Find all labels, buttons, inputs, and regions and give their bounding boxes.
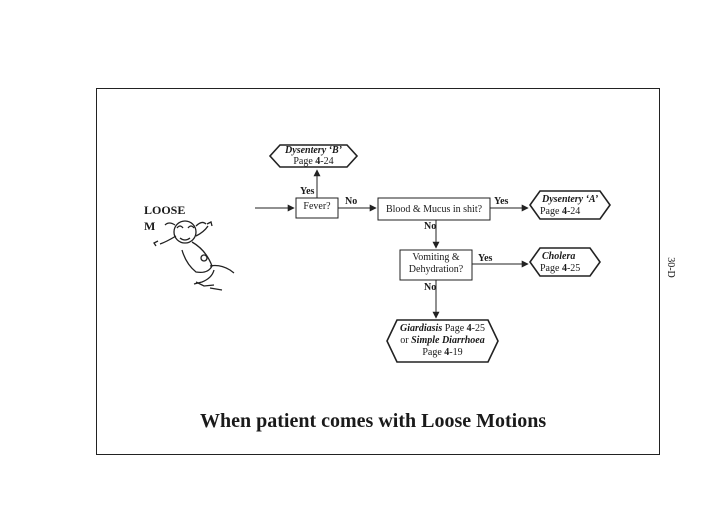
patient-illustration-icon [153, 220, 235, 291]
vomiting-question-line1: Vomiting & [412, 252, 460, 263]
fever-no-label: No [345, 196, 358, 207]
dysentery-b-label: Dysentery ‘B’ [285, 145, 342, 156]
page-frame [96, 88, 660, 455]
cholera-label: Cholera [542, 251, 576, 262]
dysentery-b-page: Page 4-24 [293, 156, 334, 167]
side-label: LOOSE M [144, 203, 186, 233]
fever-question: Fever? [303, 201, 331, 212]
vomiting-question-line2: Dehydration? [408, 264, 464, 275]
dysentery-a-hexagon [529, 190, 611, 220]
dysentery-a-label: Dysentery ‘A’ [542, 194, 599, 205]
dysentery-a-page: Page 4-24 [540, 206, 581, 217]
blood-no-label: No [424, 221, 437, 232]
blood-mucus-box [377, 197, 491, 221]
dysentery-b-hexagon [268, 144, 359, 168]
simple-diarrhoea-label: or Simple Diarrhoea [400, 335, 485, 346]
vomit-yes-label: Yes [478, 253, 493, 264]
fever-yes-label: Yes [300, 186, 315, 197]
giardiasis-label: Giardiasis Page 4-25 [399, 323, 486, 334]
simple-diarrhoea-page: Page 4-19 [422, 347, 463, 358]
vomit-no-label: No [424, 282, 437, 293]
page-title: When patient comes with Loose Motions [200, 410, 547, 432]
blood-yes-label: Yes [494, 196, 509, 207]
cholera-hexagon [529, 247, 601, 277]
page-marker: 30-D [664, 257, 676, 278]
cholera-page: Page 4-25 [540, 263, 581, 274]
giardiasis-hexagon [386, 319, 499, 363]
blood-mucus-question: Blood & Mucus in shit? [385, 204, 483, 215]
vomiting-box [399, 249, 473, 281]
